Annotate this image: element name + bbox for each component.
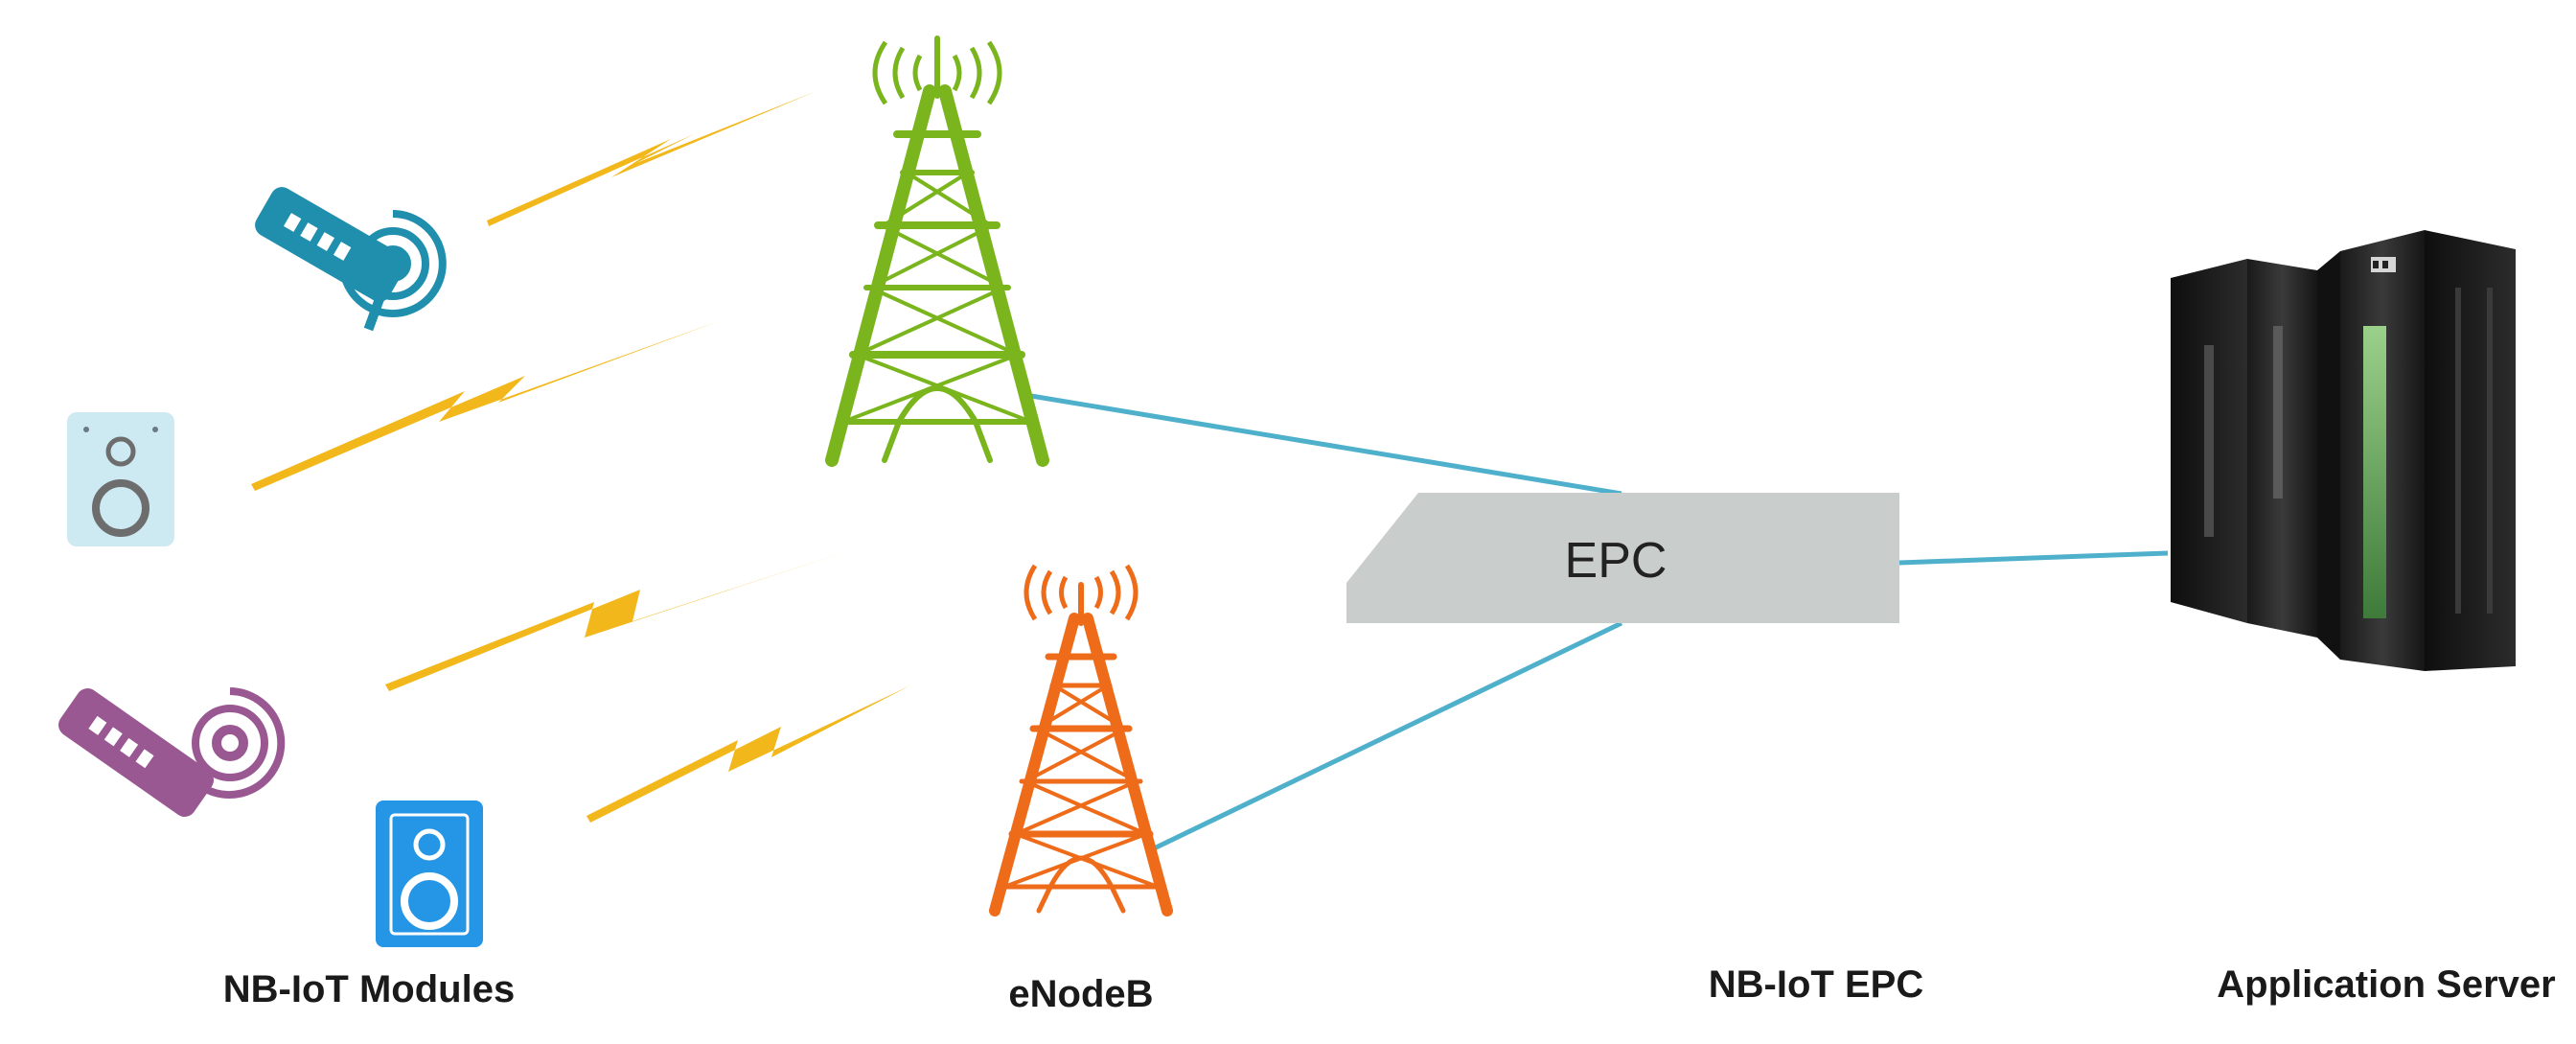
lightning-bolt-icon [586, 685, 910, 823]
lightning-bolt-icon [385, 549, 853, 691]
wireless-signals [251, 91, 910, 823]
lightning-bolt-icon [251, 321, 719, 491]
caption-nb-iot-epc: NB-IoT EPC [1709, 963, 1923, 1006]
application-server [2171, 230, 2516, 671]
cell-tower-green [825, 35, 1049, 467]
tower-icon [825, 35, 1049, 467]
caption-nb-iot-modules: NB-IoT Modules [223, 968, 515, 1010]
cell-tower-orange [989, 564, 1173, 916]
epc-core-box: EPC [1346, 493, 1899, 623]
iot-speaker-blue [376, 800, 483, 947]
caption-enodeb: eNodeB [1008, 973, 1153, 1015]
tower-icon [989, 582, 1173, 916]
epc-shape [1346, 493, 1899, 623]
links [1024, 392, 2169, 854]
radio-waves-icon [1024, 564, 1138, 621]
wifi-signal-icon [176, 687, 286, 799]
server-status-light [2363, 326, 2386, 618]
caption-application-server: Application Server [2217, 963, 2555, 1006]
link-green-tower-to-epc [1024, 392, 1622, 497]
lightning-bolt-icon [487, 91, 816, 226]
wifi-signal-icon [341, 210, 447, 317]
iot-router-purple [58, 687, 286, 817]
speaker-cone-icon [401, 872, 458, 930]
iot-speaker-light [67, 412, 174, 546]
link-orange-tower-to-epc [1146, 620, 1623, 854]
epc-label: EPC [1565, 533, 1668, 589]
radio-waves-icon [872, 40, 1002, 105]
link-epc-to-server [1898, 550, 2169, 566]
iot-router-blue [255, 187, 447, 332]
captions: NB-IoT Modules eNodeB NB-IoT EPC Applica… [223, 963, 2556, 1015]
speaker-cone-icon [92, 479, 150, 537]
